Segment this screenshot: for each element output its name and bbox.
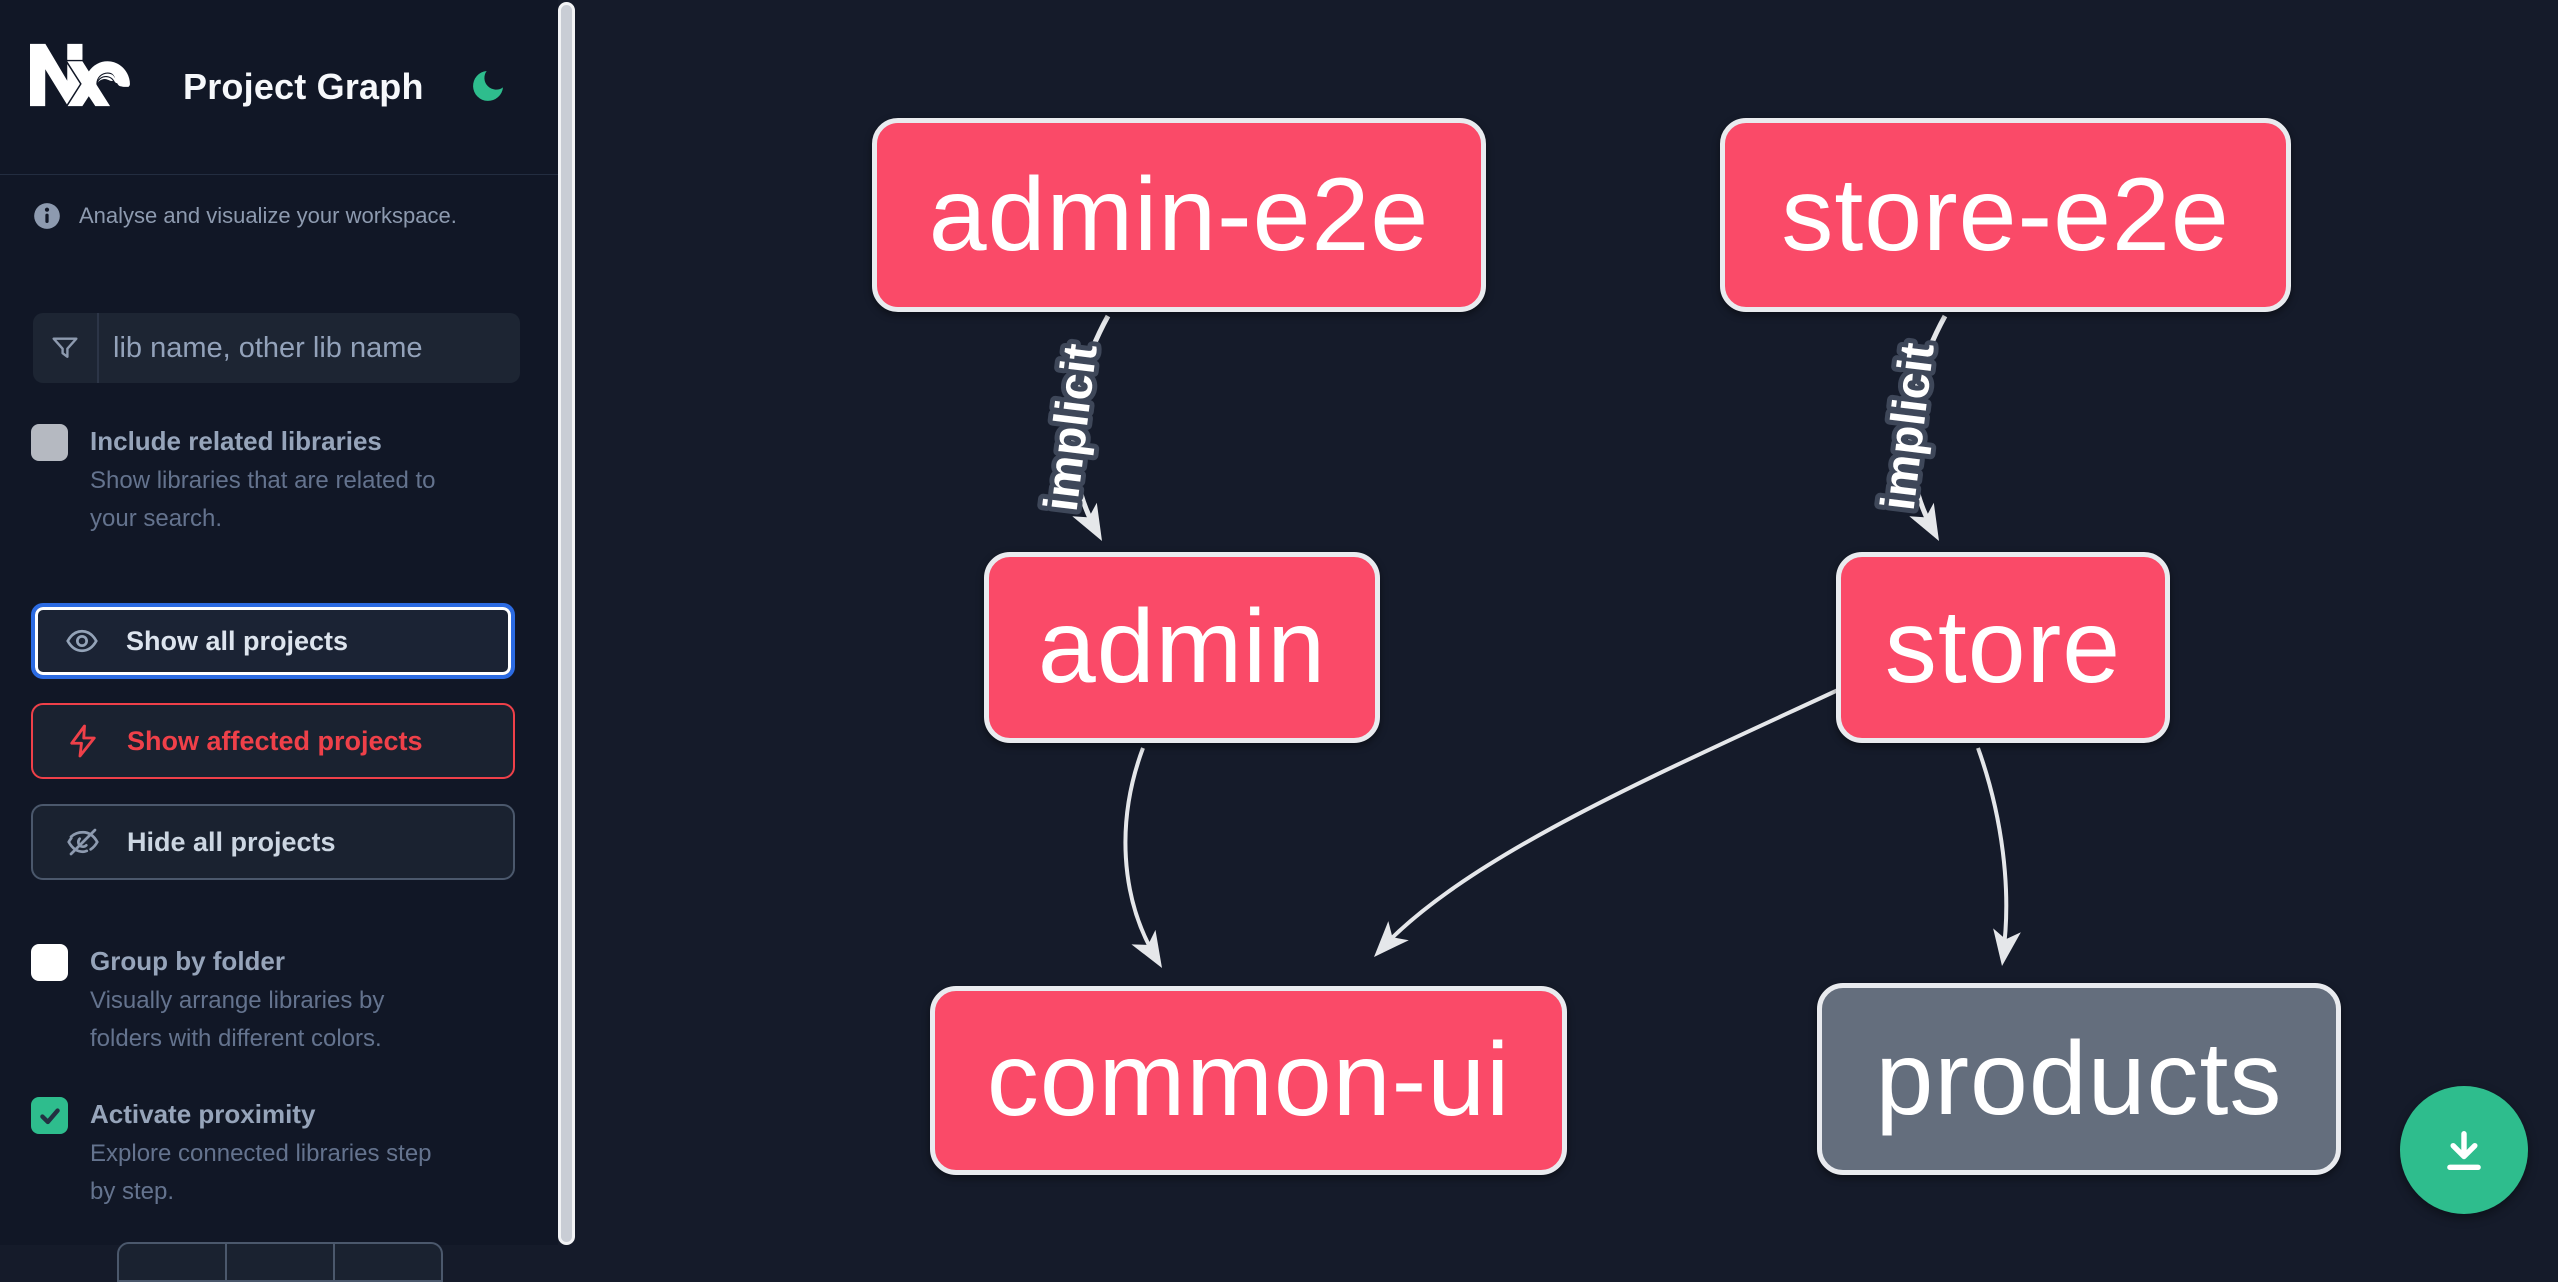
include-related-libraries-row: Include related libraries Show libraries… xyxy=(31,422,436,538)
graph-node-admin-e2e[interactable]: admin-e2e xyxy=(872,118,1486,312)
edge-label-implicit: implicit xyxy=(1872,340,1945,513)
graph-node-products[interactable]: products xyxy=(1817,983,2341,1175)
checkbox-description: Show libraries that are related to your … xyxy=(90,467,436,532)
show-affected-projects-button[interactable]: Show affected projects xyxy=(31,703,515,779)
edge-admin-e2e-admin: implicit xyxy=(1030,314,1113,541)
edge-label-implicit: implicit xyxy=(1035,341,1108,514)
edge-store-products xyxy=(1976,747,2021,966)
bolt-icon xyxy=(65,723,101,759)
edge-store-common-ui xyxy=(1374,688,1839,957)
workspace-info-text: Analyse and visualize your workspace. xyxy=(79,203,457,228)
checkbox-label: Include related libraries xyxy=(90,426,382,456)
checkbox-description: Visually arrange libraries by folders wi… xyxy=(90,987,385,1052)
graph-node-admin[interactable]: admin xyxy=(984,552,1380,743)
segmented-option[interactable] xyxy=(119,1244,227,1280)
checkbox-label: Group by folder xyxy=(90,946,285,976)
activate-proximity-checkbox[interactable] xyxy=(31,1097,68,1134)
segmented-option[interactable] xyxy=(335,1244,441,1280)
graph-node-store-e2e[interactable]: store-e2e xyxy=(1720,118,2291,312)
library-search-input[interactable] xyxy=(99,315,520,381)
checkbox-description: Explore connected libraries step by step… xyxy=(90,1140,432,1205)
moon-icon xyxy=(468,66,516,106)
segmented-option[interactable] xyxy=(227,1244,335,1280)
info-icon xyxy=(33,202,61,230)
workspace-info-row: Analyse and visualize your workspace. xyxy=(33,202,457,230)
nx-logo xyxy=(30,43,130,107)
graph-node-common-ui[interactable]: common-ui xyxy=(930,986,1567,1175)
group-by-folder-row: Group by folder Visually arrange librari… xyxy=(31,942,384,1058)
download-graph-button[interactable] xyxy=(2400,1086,2528,1214)
button-label: Show affected projects xyxy=(127,725,423,756)
button-label: Show all projects xyxy=(126,625,349,656)
activate-proximity-row: Activate proximity Explore connected lib… xyxy=(31,1095,432,1211)
sidebar-scrollbar[interactable] xyxy=(558,2,575,1245)
hide-all-projects-button[interactable]: Hide all projects xyxy=(31,804,515,880)
funnel-icon xyxy=(33,313,99,383)
edge-store-e2e-store: implicit xyxy=(1867,314,1950,541)
button-label: Hide all projects xyxy=(127,826,336,857)
graph-node-store[interactable]: store xyxy=(1836,552,2170,743)
group-by-folder-checkbox[interactable] xyxy=(31,944,68,981)
download-icon xyxy=(2438,1124,2490,1176)
theme-toggle-button[interactable] xyxy=(468,62,516,110)
include-related-libraries-checkbox[interactable] xyxy=(31,424,68,461)
checkbox-label: Activate proximity xyxy=(90,1099,316,1129)
segmented-control[interactable] xyxy=(117,1242,443,1282)
eye-icon xyxy=(64,623,100,659)
show-all-projects-button[interactable]: Show all projects xyxy=(31,603,515,679)
checkmark-icon xyxy=(37,1103,63,1129)
sidebar: Project Graph Analyse and visualize your… xyxy=(0,0,558,1282)
page-title: Project Graph xyxy=(183,66,424,107)
edge-admin-common-ui xyxy=(1123,747,1162,968)
library-filter xyxy=(33,313,520,383)
eye-off-icon xyxy=(65,824,101,860)
sidebar-header: Project Graph xyxy=(0,0,558,175)
